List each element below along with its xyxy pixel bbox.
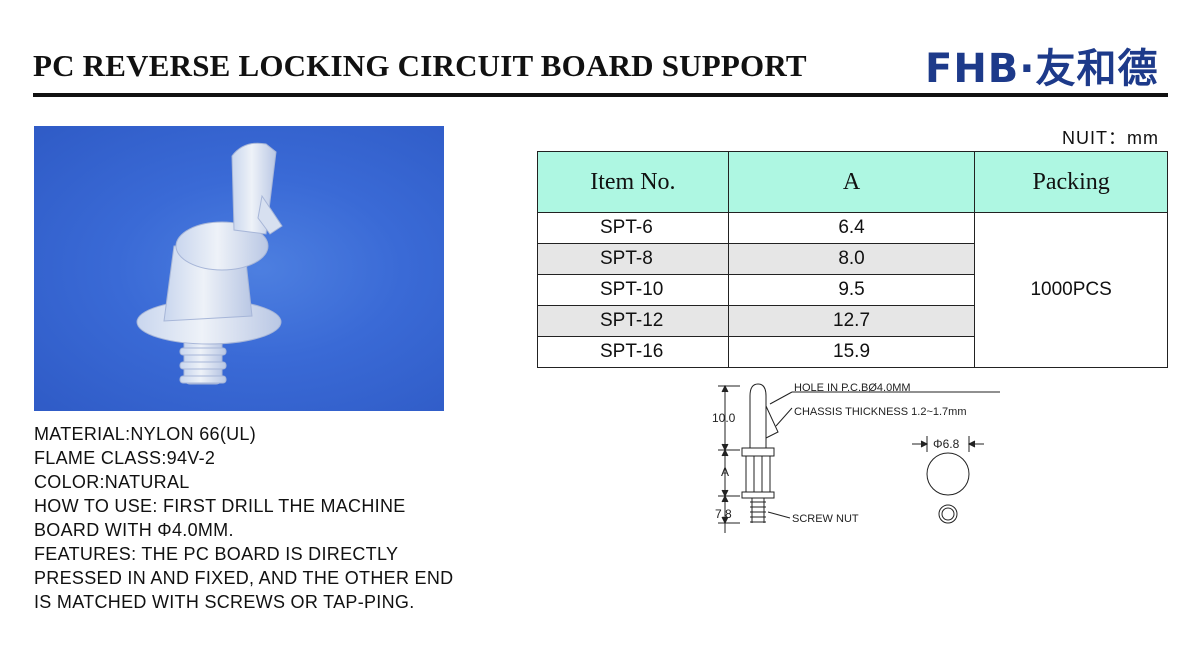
- brand-logo: FHB·友和德: [925, 46, 1159, 92]
- a-value-cell: 9.5: [727, 274, 976, 306]
- a-value-cell: 15.9: [727, 336, 976, 368]
- support-body: [745, 455, 771, 495]
- table-row: SPT-8 8.0: [537, 243, 1168, 275]
- item-no-cell: SPT-12: [537, 305, 729, 337]
- screw-nut-note: SCREW NUT: [792, 513, 859, 525]
- a-value-cell: 12.7: [727, 305, 976, 337]
- table-row: SPT-6 6.4 1000PCS: [537, 212, 1168, 368]
- page-title: PC REVERSE LOCKING CIRCUIT BOARD SUPPORT: [33, 48, 807, 83]
- dim-a-label: A: [721, 465, 729, 479]
- top-view-circle: [926, 452, 970, 496]
- spec-table: Item No. A Packing SPT-6 6.4 1000PCS SPT…: [537, 151, 1168, 368]
- color-line: COLOR:NATURAL: [34, 472, 190, 492]
- nut-view-circle: [938, 504, 958, 524]
- table-row: SPT-12 12.7: [537, 305, 1168, 337]
- diameter-label: Φ6.8: [933, 437, 960, 451]
- title-divider: [33, 93, 1168, 97]
- features-line: FEATURES: THE PC BOARD IS DIRECTLY PRESS…: [34, 544, 454, 612]
- table-row: SPT-16 15.9: [537, 336, 1168, 368]
- a-value-cell: 6.4: [727, 212, 976, 244]
- locking-head: [749, 383, 767, 450]
- spec-text: MATERIAL:NYLON 66(UL) FLAME CLASS:94V-2 …: [34, 422, 454, 614]
- unit-label: NUIT：mm: [1062, 128, 1159, 148]
- table-header-row: Item No. A Packing: [537, 151, 1168, 213]
- screw-thread: [750, 498, 766, 523]
- header-a: A: [727, 151, 976, 213]
- table-row: SPT-10 9.5: [537, 274, 1168, 306]
- chassis-note: CHASSIS THICKNESS 1.2~1.7mm: [794, 406, 967, 418]
- product-photo: [34, 126, 444, 411]
- item-no-cell: SPT-16: [537, 336, 729, 368]
- header-item-no: Item No.: [537, 151, 729, 213]
- item-no-cell: SPT-8: [537, 243, 729, 275]
- a-value-cell: 8.0: [727, 243, 976, 275]
- dim-top-label: 10.0: [712, 411, 736, 425]
- how-to-use-line: HOW TO USE: FIRST DRILL THE MACHINE BOAR…: [34, 496, 406, 540]
- technical-drawing: 10.0 A 7.8 HOLE IN P.C.BØ4.0MM CHASSIS T…: [712, 382, 1000, 533]
- item-no-cell: SPT-10: [537, 274, 729, 306]
- nylon-support-illustration: [136, 142, 283, 385]
- dim-bottom-label: 7.8: [715, 507, 732, 521]
- material-line: MATERIAL:NYLON 66(UL): [34, 424, 257, 444]
- header-packing: Packing: [974, 151, 1168, 213]
- flame-class-line: FLAME CLASS:94V-2: [34, 448, 216, 468]
- item-no-cell: SPT-6: [537, 212, 729, 244]
- hole-note: HOLE IN P.C.BØ4.0MM: [794, 382, 911, 394]
- packing-cell: 1000PCS: [974, 212, 1168, 368]
